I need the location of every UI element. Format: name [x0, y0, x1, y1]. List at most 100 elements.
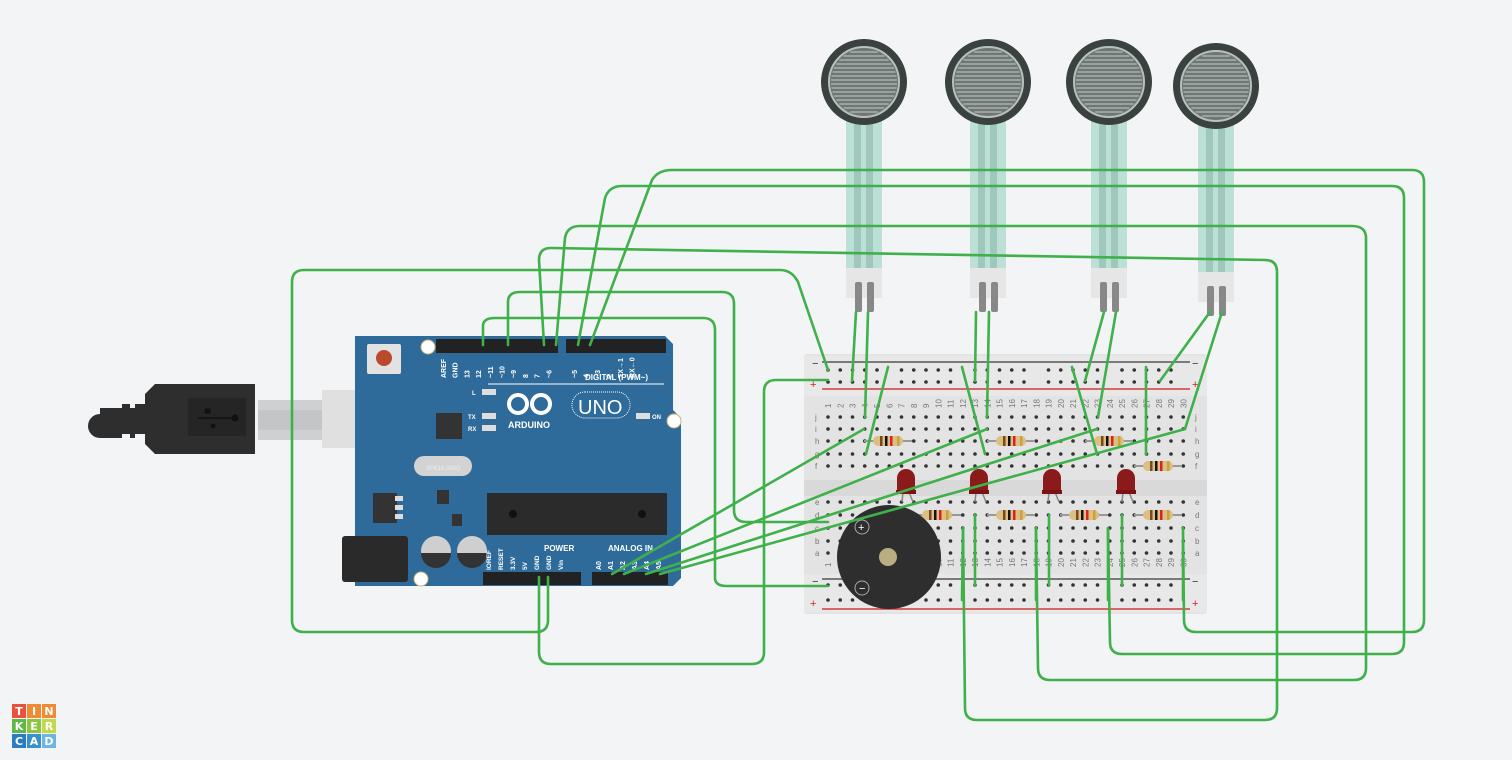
- hole[interactable]: [1095, 526, 1100, 530]
- hole[interactable]: [960, 513, 965, 517]
- hole[interactable]: [1169, 415, 1173, 419]
- rail-hole[interactable]: [1169, 598, 1173, 602]
- hole[interactable]: [1034, 439, 1039, 443]
- hole[interactable]: [1034, 427, 1039, 431]
- rail-hole[interactable]: [948, 368, 953, 372]
- rail-hole[interactable]: [936, 368, 941, 372]
- hole[interactable]: [1071, 439, 1075, 443]
- hole[interactable]: [1156, 551, 1161, 555]
- wire[interactable]: [622, 427, 989, 576]
- hole[interactable]: [862, 464, 867, 468]
- hole[interactable]: [936, 439, 941, 443]
- rail-hole[interactable]: [1095, 583, 1100, 587]
- hole[interactable]: [850, 427, 855, 431]
- digital-header-left[interactable]: [436, 339, 558, 353]
- rail-hole[interactable]: [948, 583, 953, 587]
- hole[interactable]: [850, 464, 855, 468]
- hole[interactable]: [1095, 500, 1100, 504]
- hole[interactable]: [948, 551, 953, 555]
- rail-hole[interactable]: [1058, 380, 1063, 384]
- rail-hole[interactable]: [1009, 368, 1014, 372]
- hole[interactable]: [1095, 539, 1100, 543]
- rail-hole[interactable]: [1083, 598, 1088, 602]
- rail-hole[interactable]: [1009, 380, 1014, 384]
- hole[interactable]: [948, 427, 953, 431]
- hole[interactable]: [1156, 500, 1161, 504]
- hole[interactable]: [997, 551, 1002, 555]
- hole[interactable]: [1169, 500, 1173, 504]
- rail-hole[interactable]: [1169, 583, 1173, 587]
- hole[interactable]: [875, 464, 879, 468]
- hole[interactable]: [1181, 513, 1186, 517]
- rail-hole[interactable]: [936, 598, 941, 602]
- hole[interactable]: [1058, 464, 1063, 468]
- hole[interactable]: [1156, 452, 1161, 456]
- hole[interactable]: [899, 464, 904, 468]
- red-led[interactable]: [896, 469, 916, 503]
- hole[interactable]: [997, 526, 1002, 530]
- hole[interactable]: [1132, 526, 1137, 530]
- hole[interactable]: [1083, 427, 1088, 431]
- hole[interactable]: [1144, 539, 1149, 543]
- rail-hole[interactable]: [1132, 368, 1137, 372]
- hole[interactable]: [1071, 464, 1075, 468]
- hole[interactable]: [850, 500, 855, 504]
- hole[interactable]: [1181, 439, 1186, 443]
- force-sensor[interactable]: [1173, 43, 1259, 316]
- hole[interactable]: [826, 500, 830, 504]
- hole[interactable]: [899, 427, 904, 431]
- hole[interactable]: [997, 464, 1002, 468]
- hole[interactable]: [1058, 427, 1063, 431]
- hole[interactable]: [948, 526, 953, 530]
- hole[interactable]: [1156, 439, 1161, 443]
- hole[interactable]: [1181, 415, 1186, 419]
- hole[interactable]: [1071, 427, 1075, 431]
- wire[interactable]: [960, 365, 987, 456]
- hole[interactable]: [1169, 439, 1173, 443]
- hole[interactable]: [948, 452, 953, 456]
- rail-hole[interactable]: [1132, 583, 1137, 587]
- wire[interactable]: [588, 168, 1426, 634]
- hole[interactable]: [1058, 526, 1063, 530]
- hole[interactable]: [1071, 452, 1075, 456]
- hole[interactable]: [1009, 539, 1014, 543]
- resistor[interactable]: [1060, 510, 1108, 520]
- hole[interactable]: [1144, 551, 1149, 555]
- hole[interactable]: [997, 415, 1002, 419]
- hole[interactable]: [1046, 427, 1051, 431]
- hole[interactable]: [1107, 500, 1112, 504]
- hole[interactable]: [1169, 539, 1173, 543]
- hole[interactable]: [936, 500, 941, 504]
- hole[interactable]: [1144, 500, 1149, 504]
- rail-hole[interactable]: [1046, 380, 1051, 384]
- hole[interactable]: [1022, 500, 1026, 504]
- hole[interactable]: [997, 500, 1002, 504]
- hole[interactable]: [838, 452, 843, 456]
- rail-hole[interactable]: [1095, 598, 1100, 602]
- wire[interactable]: [960, 526, 965, 602]
- hole[interactable]: [924, 415, 928, 419]
- force-sensor[interactable]: [945, 39, 1031, 312]
- hole[interactable]: [1009, 526, 1014, 530]
- rail-hole[interactable]: [1071, 380, 1075, 384]
- hole[interactable]: [997, 539, 1002, 543]
- hole[interactable]: [924, 464, 928, 468]
- hole[interactable]: [1034, 513, 1039, 517]
- rail-hole[interactable]: [1132, 598, 1137, 602]
- hole[interactable]: [1181, 452, 1186, 456]
- hole[interactable]: [936, 415, 941, 419]
- hole[interactable]: [1009, 500, 1014, 504]
- hole[interactable]: [850, 452, 855, 456]
- resistors[interactable]: [864, 436, 1182, 520]
- force-sensor[interactable]: [821, 39, 907, 312]
- hole[interactable]: [973, 439, 977, 443]
- rail-hole[interactable]: [1022, 598, 1026, 602]
- rail-hole[interactable]: [1009, 583, 1014, 587]
- wire[interactable]: [610, 427, 866, 576]
- hole[interactable]: [985, 526, 990, 530]
- hole[interactable]: [826, 551, 830, 555]
- hole[interactable]: [850, 415, 855, 419]
- wire[interactable]: [644, 427, 1099, 576]
- hole[interactable]: [838, 415, 843, 419]
